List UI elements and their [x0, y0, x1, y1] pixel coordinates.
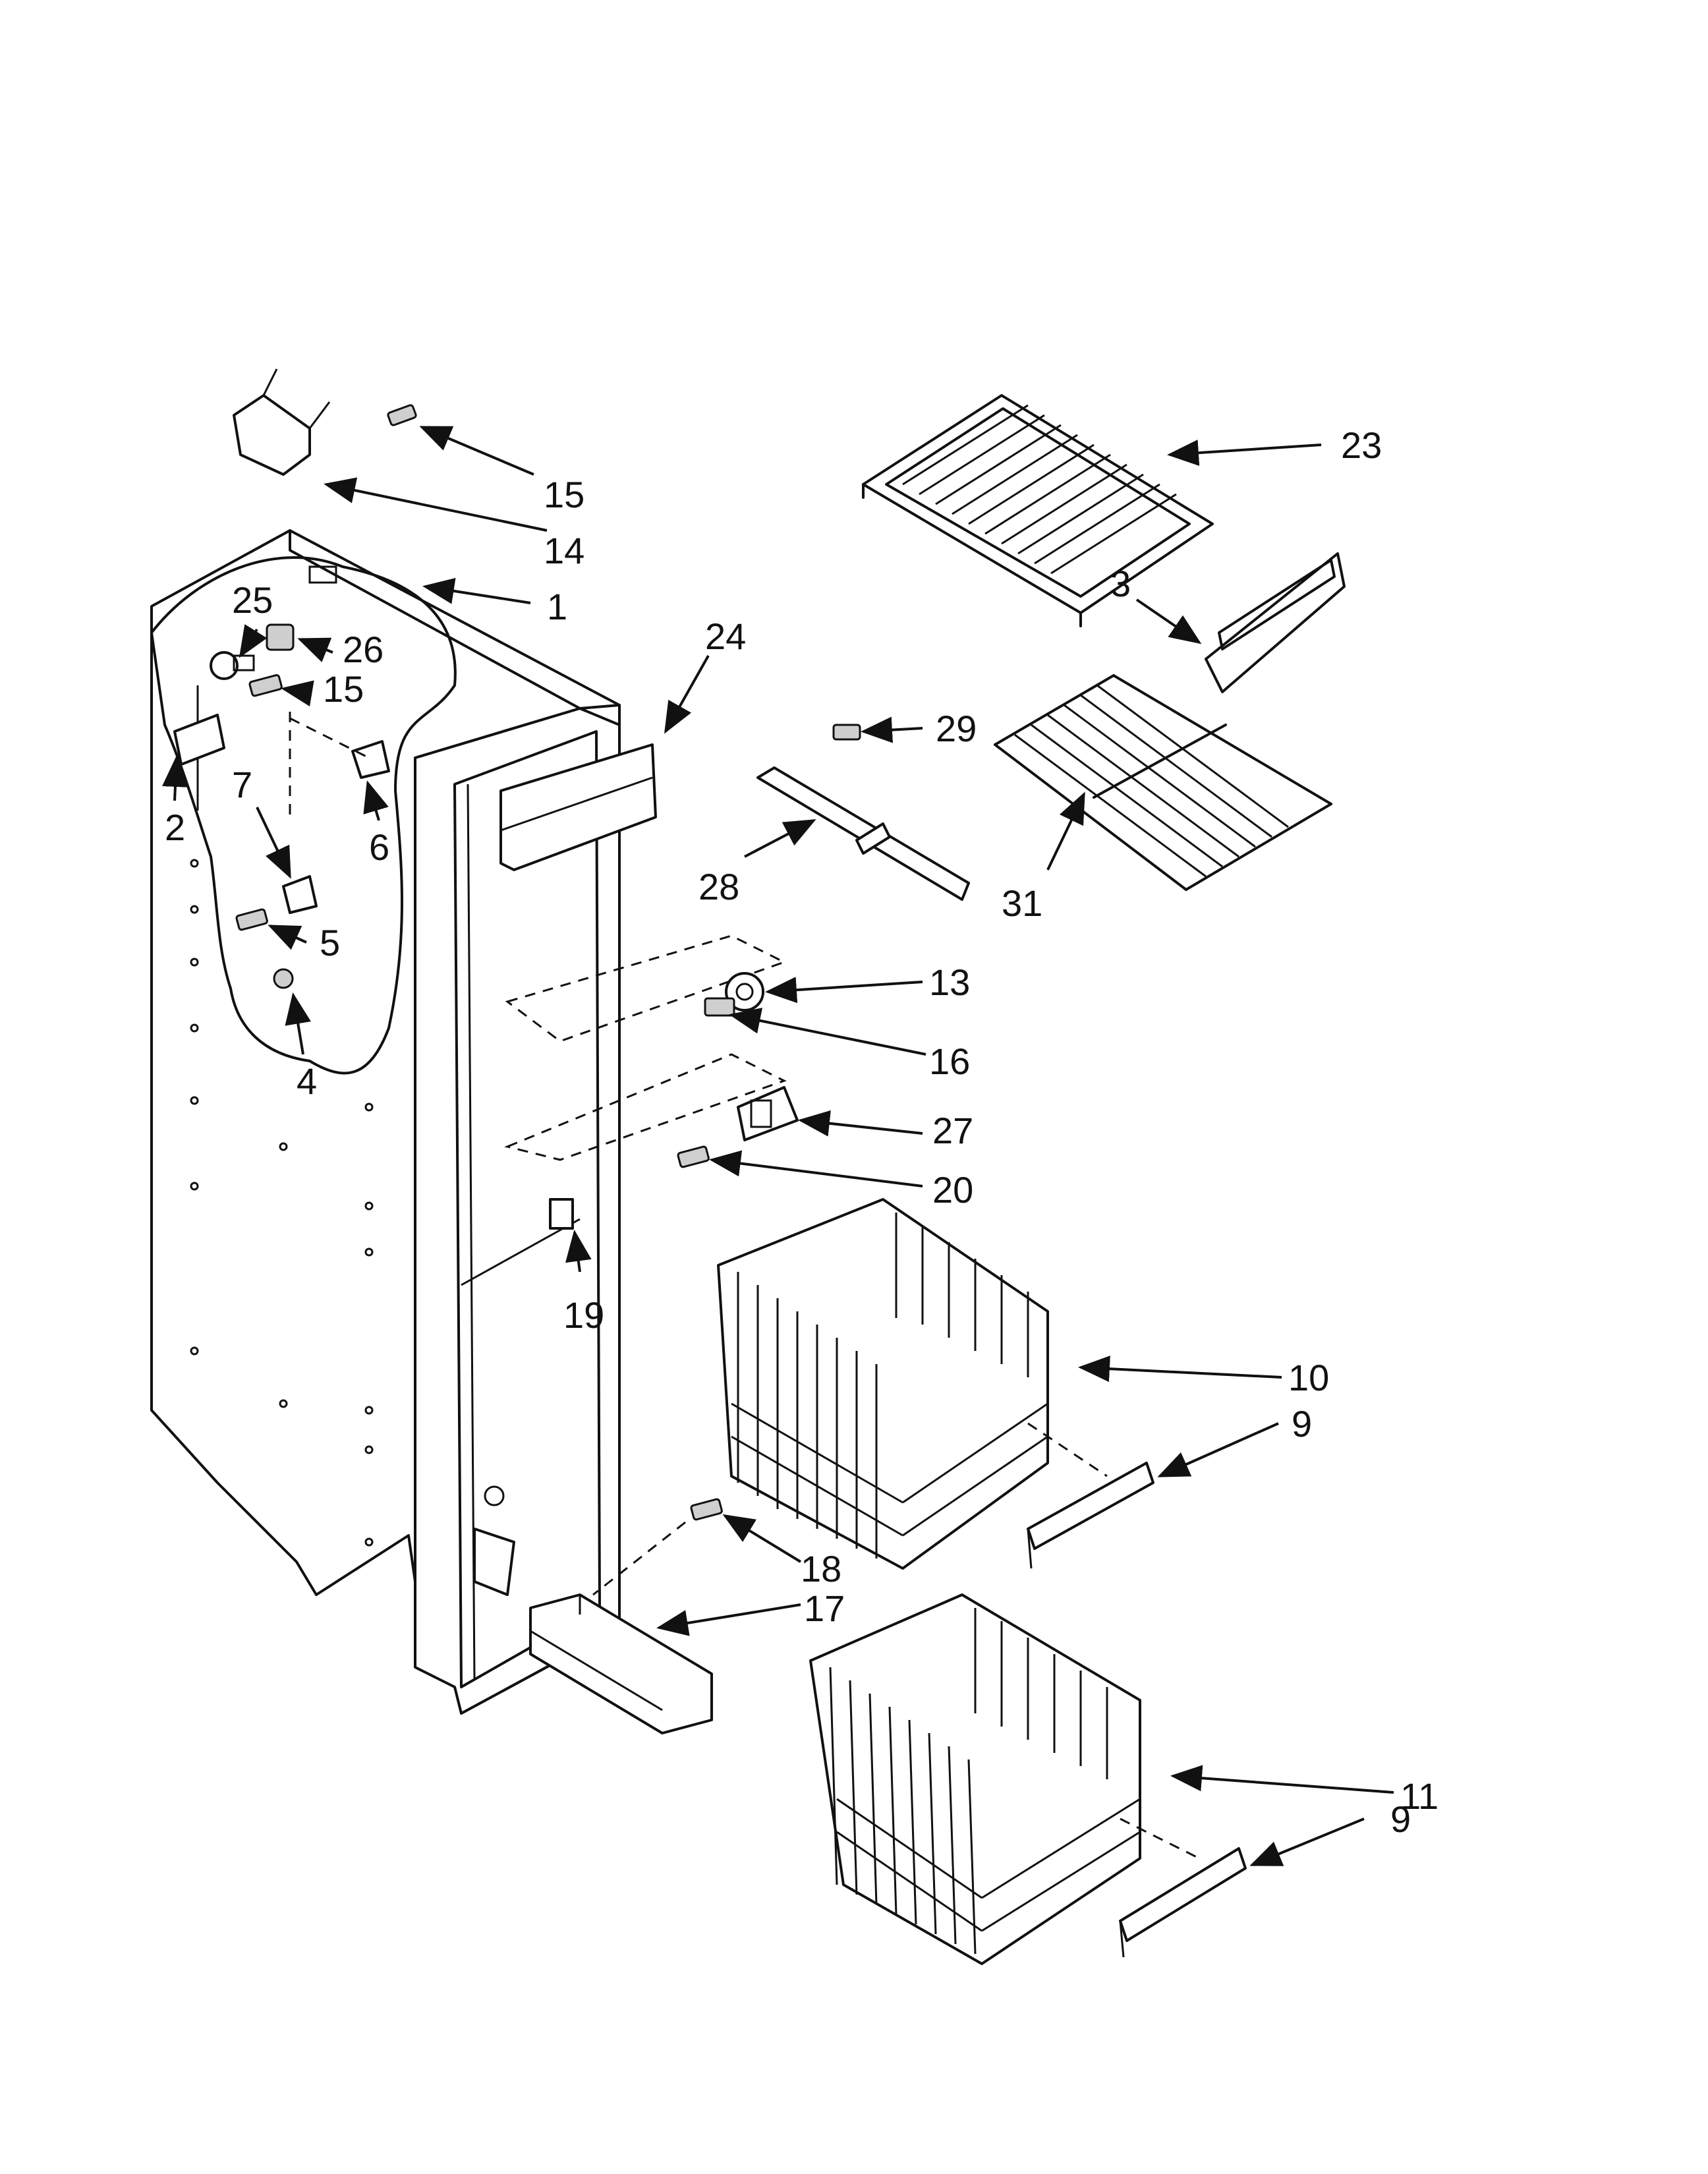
callout-13: 13	[929, 961, 970, 1003]
callout-1: 1	[547, 586, 567, 627]
callout-26: 26	[343, 629, 384, 670]
basket-trim-9-lower	[1119, 1847, 1247, 1958]
callout-3: 3	[1110, 563, 1131, 604]
callout-18: 18	[801, 1548, 841, 1589]
callout-2: 2	[165, 807, 185, 848]
callout-numbers: 15 14 1 25 26 15 2 6 7 5 4 24 19 23 3 29…	[165, 424, 1438, 1840]
basket-trim-9-upper	[1027, 1462, 1154, 1569]
screw-16	[704, 997, 735, 1017]
callout-4: 4	[297, 1060, 317, 1102]
callout-5: 5	[320, 922, 340, 963]
trim-3	[1205, 552, 1346, 693]
rail-28	[756, 766, 970, 901]
callout-31: 31	[1002, 882, 1042, 924]
switch-19	[549, 1198, 574, 1230]
screw-4	[273, 968, 294, 989]
hinge-bracket	[233, 368, 331, 476]
light-shield-24	[499, 743, 657, 871]
callout-25: 25	[232, 579, 273, 621]
callout-19: 19	[563, 1294, 604, 1336]
screw-20	[677, 1145, 710, 1168]
liner-holes	[190, 859, 374, 1547]
callout-24: 24	[705, 615, 746, 657]
callout-9-lower: 9	[1390, 1798, 1411, 1840]
guide-27	[737, 1086, 799, 1141]
screw-5	[235, 908, 268, 931]
basket-10	[717, 1198, 1049, 1570]
callout-15-mid: 15	[323, 668, 364, 710]
screw-15-top	[387, 404, 417, 426]
bracket-2	[173, 714, 225, 766]
callout-27: 27	[932, 1110, 973, 1151]
wire-shelf-31	[994, 674, 1332, 891]
callout-16: 16	[929, 1041, 970, 1082]
callout-15-top: 15	[544, 474, 584, 515]
callout-14: 14	[544, 530, 584, 571]
screw-15-mid	[248, 674, 283, 697]
callout-11: 11	[1400, 1775, 1438, 1817]
callout-7: 7	[232, 764, 252, 805]
screw-18	[690, 1498, 723, 1521]
callout-20: 20	[932, 1169, 973, 1211]
screw-29	[832, 724, 861, 741]
grille-17	[529, 1593, 713, 1734]
callout-29: 29	[936, 708, 977, 749]
shelf-23	[862, 394, 1214, 627]
callout-6: 6	[369, 826, 389, 868]
freezer-liner	[150, 529, 621, 1715]
callout-23: 23	[1341, 424, 1382, 466]
clip-6	[351, 740, 390, 779]
lamp-socket-26	[266, 623, 295, 651]
callout-28: 28	[698, 866, 739, 907]
basket-11	[809, 1593, 1141, 1965]
callout-17: 17	[804, 1588, 845, 1629]
callout-10: 10	[1288, 1357, 1329, 1398]
callout-9-upper: 9	[1292, 1403, 1312, 1445]
switch-7	[282, 875, 318, 914]
leader-lines	[161, 426, 1394, 1866]
